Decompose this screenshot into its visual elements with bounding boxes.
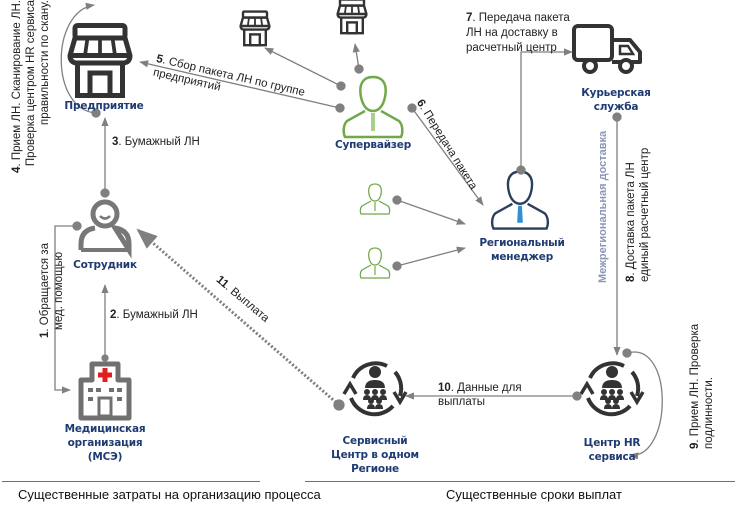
medical-org-label-line: (МСЭ) (87, 451, 123, 463)
step-9-label: 9. Прием ЛН. Проверка подлинности. (688, 324, 716, 449)
enterprise-label: Предприятие (64, 100, 144, 112)
medical-org-label-line: Медицинская (64, 423, 146, 435)
step-text: . Бумажный ЛН (118, 136, 200, 148)
footer-right-text: Существенные сроки выплат (446, 487, 622, 502)
service-center-label-line: Регионе (351, 463, 399, 475)
connector-step-11 (136, 228, 340, 407)
step-2-label: 2. Бумажный ЛН (110, 308, 198, 322)
truck-icon (572, 24, 642, 74)
connector-step-9 (626, 351, 663, 460)
footer-left-text: Существенные затраты на организацию проц… (18, 487, 321, 502)
hr-center-icon (579, 361, 645, 417)
hr-center-label: Центр HR сервиса (584, 436, 641, 464)
connector-step-5 (139, 60, 341, 109)
step-10-label: 10. Данные для выплаты (438, 381, 522, 409)
step-text: . Передача пакета (472, 12, 570, 24)
shop-icon (239, 10, 271, 47)
step-number: 1 (39, 331, 51, 338)
step-8-label: 8. Доставка пакета ЛН единый расчетный ц… (624, 148, 652, 282)
supervisor-icon (359, 247, 391, 279)
courier-label-line: Курьерская (581, 87, 651, 99)
step-4-label: 4. Прием ЛН. Сканирование ЛН. Проверка ц… (10, 0, 52, 182)
service-center-icon (342, 361, 408, 417)
employee-icon (78, 199, 132, 259)
step-text: расчетный центр (466, 42, 557, 54)
connector-step-1 (54, 225, 77, 394)
supervisor-icon (342, 75, 404, 139)
step-number: 3 (112, 136, 119, 148)
step-text: . Прием ЛН. Проверка (689, 323, 701, 443)
courier-label-line: служба (593, 101, 639, 113)
connector-step-6 (411, 107, 484, 206)
supervisor-label: Супервайзер (334, 139, 412, 151)
step-text: единый расчетный центр (639, 147, 651, 282)
interregional-delivery-label: Межрегиональная доставка (597, 130, 609, 283)
shop-icon (336, 0, 368, 35)
regional-manager-label-line: Региональный (479, 237, 565, 249)
employee-label: Сотрудник (73, 259, 137, 271)
step-text: правильности по скану. (39, 0, 51, 126)
enterprise-shop-icon (70, 26, 130, 96)
service-center-label: Сервисный Центр в одном Регионе (331, 434, 419, 476)
step-3-label: 3. Бумажный ЛН (112, 135, 200, 149)
medical-org-label: Медицинская организация (МСЭ) (65, 422, 146, 464)
step-7-label: 7. Передача пакета ЛН на доставку в расч… (466, 11, 570, 56)
connector-step-4 (60, 2, 97, 114)
step-text: выплаты (438, 396, 485, 408)
hr-center-label-line: Центр HR (583, 437, 641, 449)
step-text: . Доставка пакета ЛН (625, 162, 637, 276)
step-text: . Прием ЛН. Сканирование ЛН. (11, 0, 23, 167)
step-text: . Бумажный ЛН (116, 309, 198, 321)
step-number: 10 (438, 382, 451, 394)
hr-center-label-line: сервиса (588, 451, 636, 463)
connector-step-7 (520, 48, 573, 170)
step-number: 8 (625, 275, 637, 282)
divider (2, 481, 258, 482)
step-number: 7 (466, 12, 473, 24)
step-text: . Обращается за (39, 243, 51, 332)
step-number: 9 (689, 442, 701, 449)
step-number: 2 (110, 309, 117, 321)
step-text: . Данные для (450, 382, 522, 394)
divider (305, 481, 735, 482)
step-text: подлинности. (703, 377, 715, 449)
regional-manager-icon (490, 170, 550, 230)
connectors (54, 2, 663, 460)
step-1-label: 1. Обращается за мед. помощью (38, 243, 66, 338)
medical-org-label-line: организация (67, 437, 143, 449)
regional-manager-label-line: менеджер (490, 251, 554, 263)
step-text: ЛН на доставку в (466, 27, 558, 39)
step-number: 4 (11, 166, 23, 173)
step-text: Проверка центром HR сервиса (25, 0, 37, 167)
step-text: мед. помощью (53, 251, 65, 330)
supervisor-icon (359, 183, 391, 215)
regional-manager-label: Региональный менеджер (479, 236, 564, 264)
hospital-icon (78, 361, 132, 421)
service-center-label-line: Центр в одном (331, 449, 419, 461)
service-center-label-line: Сервисный (342, 435, 408, 447)
courier-label: Курьерская служба (581, 86, 651, 114)
